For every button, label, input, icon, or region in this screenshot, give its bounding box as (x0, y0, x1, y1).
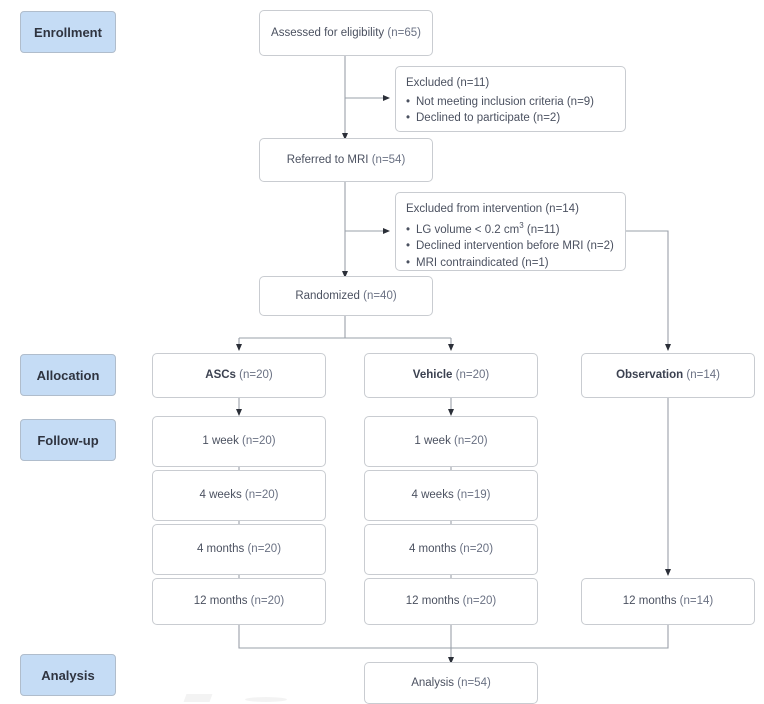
vehicle-followup-count: (n=19) (456, 489, 491, 502)
node-vehicle-followup-1week: 1 week (n=20) (364, 416, 538, 467)
stage-label-analysis-text: Analysis (41, 667, 95, 683)
node-referred-to-mri: Referred to MRI (n=54) (259, 138, 433, 182)
vehicle-followup-label: 1 week (414, 435, 451, 448)
arm-observation-name: Observation (616, 369, 684, 382)
stage-label-enrollment: Enrollment (20, 11, 116, 53)
node-referred-label: Referred to MRI (286, 153, 369, 166)
ascs-followup-label: 1 week (202, 435, 239, 448)
vehicle-followup-count: (n=20) (454, 435, 488, 448)
ascs-followup-count: (n=20) (247, 543, 282, 556)
scan-artifact (245, 697, 287, 702)
stage-label-followup: Follow-up (20, 419, 116, 461)
vehicle-followup-label: 12 months (405, 595, 460, 608)
excluded-intervention-title: Excluded from intervention (n=14) (406, 203, 579, 215)
node-analysis-label: Analysis (411, 676, 455, 689)
arm-observation-count: (n=14) (686, 369, 720, 382)
vehicle-followup-count: (n=20) (462, 595, 497, 608)
node-excluded-screening: Excluded (n=11) Not meeting inclusion cr… (395, 66, 626, 132)
node-randomized-label: Randomized (295, 289, 360, 302)
node-arm-ascs: ASCs (n=20) (152, 353, 326, 398)
stage-label-followup-text: Follow-up (37, 432, 99, 448)
ascs-followup-label: 4 months (196, 543, 245, 556)
node-vehicle-followup-12months: 12 months (n=20) (364, 578, 538, 625)
excluded-screening-item: Declined to participate (n=2) (406, 110, 594, 127)
arm-ascs-name: ASCs (205, 369, 236, 382)
vehicle-followup-label: 4 months (408, 543, 457, 556)
ascs-followup-count: (n=20) (250, 595, 285, 608)
node-referred-count: (n=54) (371, 153, 406, 166)
vehicle-followup-label: 4 weeks (411, 489, 454, 502)
node-ascs-followup-4weeks: 4 weeks (n=20) (152, 470, 326, 521)
arm-ascs-count: (n=20) (239, 369, 273, 382)
ascs-followup-label: 12 months (193, 595, 248, 608)
node-randomized-count: (n=40) (363, 289, 397, 302)
node-analysis: Analysis (n=54) (364, 662, 538, 704)
observation-followup-label: 12 months (622, 595, 677, 608)
scan-artifact (183, 694, 213, 702)
node-ascs-followup-4months: 4 months (n=20) (152, 524, 326, 575)
stage-label-enrollment-text: Enrollment (34, 24, 102, 40)
stage-label-allocation: Allocation (20, 354, 116, 396)
node-assessed-for-eligibility: Assessed for eligibility (n=65) (259, 10, 433, 56)
excluded-intervention-item: LG volume < 0.2 cm3 (n=11) (406, 220, 614, 239)
node-randomized: Randomized (n=40) (259, 276, 433, 316)
excluded-screening-item: Not meeting inclusion criteria (n=9) (406, 94, 594, 111)
node-assessed-count: (n=65) (387, 26, 421, 39)
node-analysis-count: (n=54) (457, 676, 491, 689)
observation-followup-count: (n=14) (679, 595, 714, 608)
node-excluded-intervention: Excluded from intervention (n=14) LG vol… (395, 192, 626, 271)
vehicle-followup-count: (n=20) (459, 543, 494, 556)
excluded-screening-title: Excluded (n=11) (406, 77, 490, 89)
node-vehicle-followup-4weeks: 4 weeks (n=19) (364, 470, 538, 521)
node-ascs-followup-1week: 1 week (n=20) (152, 416, 326, 467)
ascs-followup-count: (n=20) (244, 489, 279, 502)
excluded-intervention-item: MRI contraindicated (n=1) (406, 255, 614, 272)
ascs-followup-count: (n=20) (242, 435, 276, 448)
node-observation-followup-12months: 12 months (n=14) (581, 578, 755, 625)
node-vehicle-followup-4months: 4 months (n=20) (364, 524, 538, 575)
node-arm-vehicle: Vehicle (n=20) (364, 353, 538, 398)
excluded-intervention-item: Declined intervention before MRI (n=2) (406, 238, 614, 255)
node-ascs-followup-12months: 12 months (n=20) (152, 578, 326, 625)
node-assessed-label: Assessed for eligibility (271, 26, 385, 39)
arm-vehicle-count: (n=20) (455, 369, 490, 382)
stage-label-allocation-text: Allocation (36, 367, 100, 383)
arm-vehicle-name: Vehicle (412, 369, 453, 382)
node-arm-observation: Observation (n=14) (581, 353, 755, 398)
stage-label-analysis: Analysis (20, 654, 116, 696)
ascs-followup-label: 4 weeks (199, 489, 242, 502)
